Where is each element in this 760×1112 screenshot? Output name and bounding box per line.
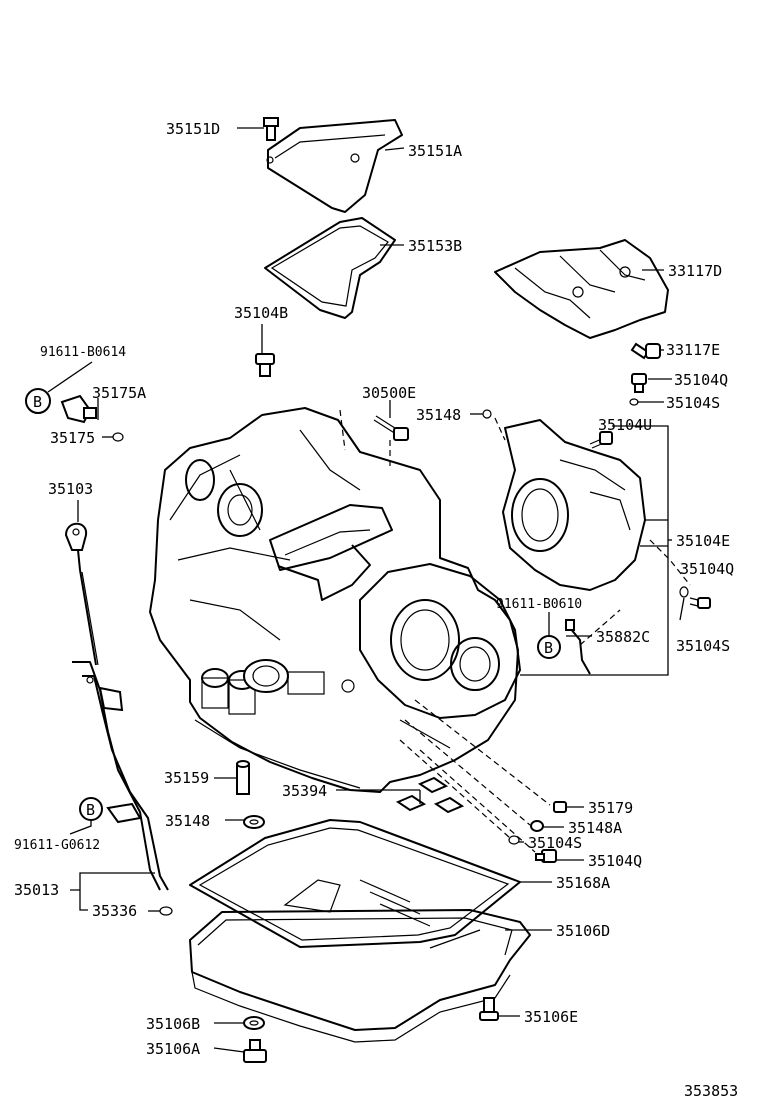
label-35179: 35179 [588, 799, 633, 817]
label-35148-lower: 35148 [165, 812, 210, 830]
label-35104S-right: 35104S [676, 637, 730, 655]
o-ring-35104S-lower [508, 835, 520, 845]
label-35013: 35013 [14, 881, 59, 899]
label-35104S-lower: 35104S [528, 834, 582, 852]
plug-35179 [553, 801, 567, 813]
speed-sensor-35175A [60, 394, 97, 424]
drain-plug-35106A [243, 1039, 267, 1063]
bolt-33117E [630, 342, 661, 360]
transaxle-case [149, 407, 521, 793]
o-ring-35104S-upper [629, 398, 639, 406]
valve-body-cover [266, 119, 403, 213]
dipstick-35103 [64, 522, 99, 666]
callout-b-2-letter: B [86, 801, 95, 819]
label-35103: 35103 [48, 480, 93, 498]
label-35336: 35336 [92, 902, 137, 920]
leader-lines [47, 127, 685, 1053]
label-91611-B0614: 91611-B0614 [40, 345, 126, 360]
label-35106A: 35106A [146, 1040, 200, 1058]
washer-35148-upper [482, 409, 492, 419]
washer-35148A [530, 820, 544, 832]
bolt-35104Q-right [689, 597, 711, 609]
label-35106E: 35106E [524, 1008, 578, 1026]
pipe-35159 [236, 760, 250, 795]
gasket-35153B [264, 217, 396, 319]
bolt-35104Q-upper [631, 373, 647, 393]
label-35148-upper: 35148 [416, 406, 461, 424]
label-35175: 35175 [50, 429, 95, 447]
label-35106B: 35106B [146, 1015, 200, 1033]
bolt-30500E [373, 415, 409, 441]
label-30500E: 30500E [362, 384, 416, 402]
callout-b-3-letter: B [544, 639, 553, 657]
label-35168A: 35168A [556, 874, 610, 892]
washer-35148-lower [243, 815, 265, 829]
label-35882C: 35882C [596, 628, 650, 646]
dipstick-tube-35013 [72, 661, 169, 891]
label-35104B: 35104B [234, 304, 288, 322]
bolt-35104Q-lower [535, 849, 557, 863]
extension-housing-35104E [502, 419, 646, 591]
dashed-guide-lines [339, 409, 691, 853]
bolt-35151D [263, 117, 279, 141]
label-35159: 35159 [164, 769, 209, 787]
label-35148A: 35148A [568, 819, 622, 837]
label-35175A: 35175A [92, 384, 146, 402]
label-35106D: 35106D [556, 922, 610, 940]
o-ring-35336 [159, 906, 173, 916]
label-35104Q-right: 35104Q [680, 560, 734, 578]
label-35104E: 35104E [676, 532, 730, 550]
label-35151A: 35151A [408, 142, 462, 160]
o-ring-35104S-right [679, 586, 689, 598]
label-35151D: 35151D [166, 120, 220, 138]
label-33117E: 33117E [666, 341, 720, 359]
callout-b-1-letter: B [33, 393, 42, 411]
label-35153B: 35153B [408, 237, 462, 255]
o-ring-35175 [112, 432, 124, 442]
label-91611-B0610: 91611-B0610 [496, 597, 582, 612]
heat-shield-33117D [494, 239, 669, 339]
label-35104Q-upper: 35104Q [674, 371, 728, 389]
label-35104S-upper: 35104S [666, 394, 720, 412]
gasket-35106B [243, 1016, 265, 1030]
magnets-35394 [395, 776, 465, 814]
oil-pan-gasket-35168A [189, 819, 521, 948]
part-labels: 35151D 35151A 35153B 33117D 35104B 33117… [14, 120, 738, 1100]
bracket-35882C [565, 619, 591, 675]
label-35104U: 35104U [598, 416, 652, 434]
bolt-35104U [589, 431, 613, 449]
label-33117D: 33117D [668, 262, 722, 280]
label-35394: 35394 [282, 782, 327, 800]
oil-pan-35106D [189, 909, 531, 1043]
plug-35104B [255, 353, 275, 377]
label-35104Q-lower: 35104Q [588, 852, 642, 870]
label-91611-G0612: 91611-G0612 [14, 838, 100, 853]
diagram-number: 353853 [684, 1082, 738, 1100]
callout-b-1 [25, 388, 51, 414]
